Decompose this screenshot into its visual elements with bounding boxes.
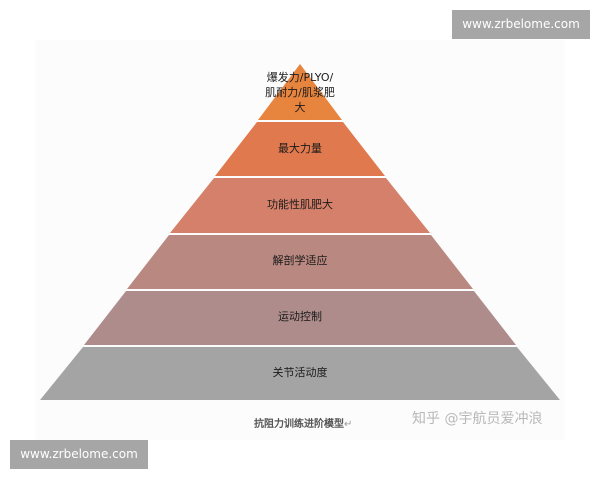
tier-functional-hypertrophy xyxy=(170,178,430,233)
tier-label-joint-mobility: 关节活动度 xyxy=(272,366,328,379)
tier-joint-mobility xyxy=(40,347,560,400)
return-mark-icon: ↵ xyxy=(344,419,353,430)
tier-label-anatomical-adaptation: 解剖学适应 xyxy=(272,254,328,267)
author-credit: 知乎 @宇航员爱冲浪 xyxy=(412,411,543,427)
tier-label-explosive: 爆发力/PLYO/ 肌耐力/肌浆肥 大 xyxy=(250,70,350,115)
caption-text: 抗阻力训练进阶模型 xyxy=(254,419,344,430)
tier-anatomical-adaptation xyxy=(127,235,473,289)
tier-label-motor-control: 运动控制 xyxy=(278,310,322,323)
tier-max-strength xyxy=(215,122,385,176)
tier-label-line: 大 xyxy=(294,101,306,114)
watermark-bottom: www.zrbelome.com xyxy=(10,440,148,469)
watermark-top: www.zrbelome.com xyxy=(452,10,590,39)
tier-motor-control xyxy=(84,291,516,345)
tier-explosive xyxy=(258,64,342,120)
diagram-caption: 抗阻力训练进阶模型↵ xyxy=(254,415,352,430)
tier-label-functional-hypertrophy: 功能性肌肥大 xyxy=(267,198,333,211)
tier-label-max-strength: 最大力量 xyxy=(278,142,322,155)
tier-label-line: 肌耐力/肌浆肥 xyxy=(265,86,335,99)
tier-label-line: 爆发力/PLYO/ xyxy=(266,71,334,84)
